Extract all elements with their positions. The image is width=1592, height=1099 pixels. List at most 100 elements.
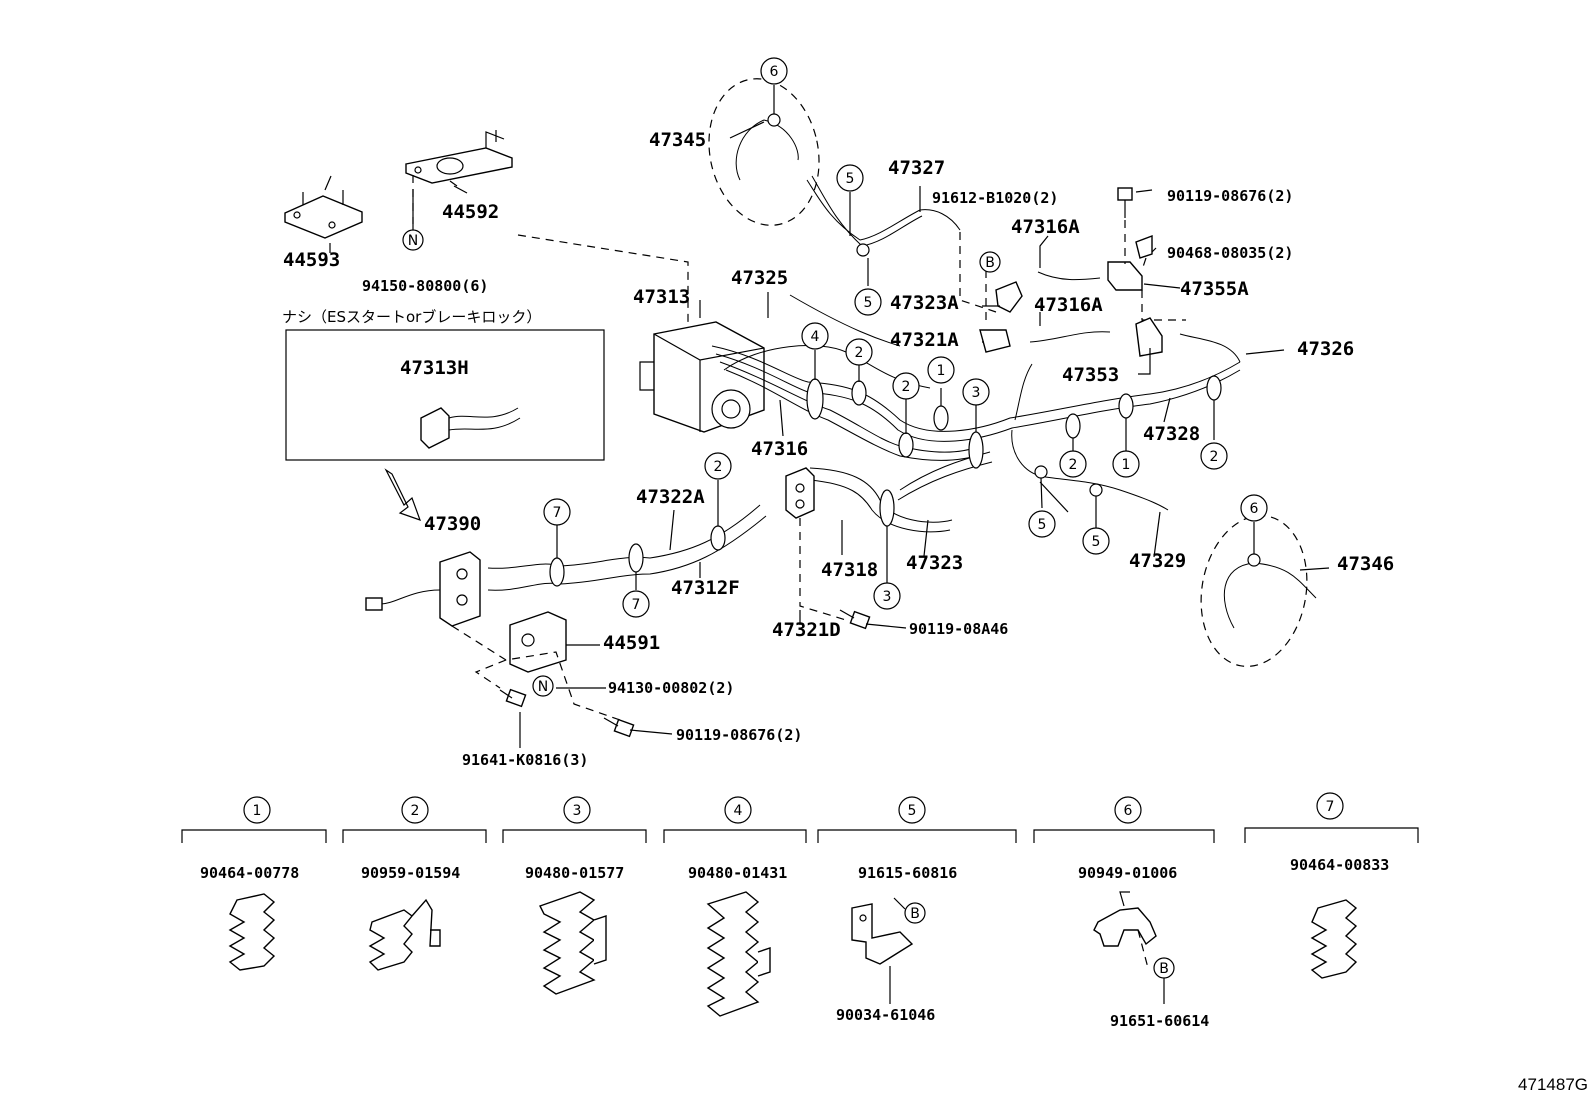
svg-text:6: 6 <box>770 64 779 80</box>
bolt-90119-08676-upper <box>1117 187 1133 218</box>
label-44593: 44593 <box>283 249 340 271</box>
callout-2-e: 2 <box>704 452 732 480</box>
number-circles: 6 5 5 4 2 1 2 3 2 1 2 2 5 5 7 7 3 6 <box>543 57 1268 618</box>
legend-item-4: 4 90480-01431 <box>663 796 807 1017</box>
label-47323a: 47323A <box>890 292 959 314</box>
callout-3-a: 3 <box>962 378 990 406</box>
bracket-44593 <box>284 175 363 239</box>
legend-item-5: 5 91615-60816 B 90034-61046 <box>817 796 1017 1024</box>
svg-text:90480-01431: 90480-01431 <box>688 864 787 882</box>
clip-legend: 1 90464-00778 2 90959-01594 3 90480-0157… <box>181 792 1419 1030</box>
label-47316a-lower: 47316A <box>1034 294 1103 316</box>
label-90119-08676-lower: 90119-08676(2) <box>676 726 802 744</box>
svg-text:4: 4 <box>734 803 743 819</box>
callout-2-c: 2 <box>1059 450 1087 478</box>
diagram-id: 471487G <box>1518 1075 1588 1094</box>
clip-callouts <box>549 85 1261 590</box>
legend-item-2: 2 90959-01594 <box>342 796 487 971</box>
callout-5-b: 5 <box>854 288 882 316</box>
leader-lines <box>519 121 1330 748</box>
callout-1-b: 1 <box>1112 450 1140 478</box>
label-47322a: 47322A <box>636 486 705 508</box>
svg-text:2: 2 <box>1210 449 1219 465</box>
callout-2-a: 2 <box>845 338 873 366</box>
label-91612: 91612-B1020(2) <box>932 189 1058 207</box>
svg-text:3: 3 <box>883 589 892 605</box>
callout-5-d: 5 <box>1082 527 1110 555</box>
svg-text:6: 6 <box>1250 501 1259 517</box>
bolt-91641 <box>499 688 527 708</box>
callout-2-d: 2 <box>1200 442 1228 470</box>
callout-6-bottom: 6 <box>1240 494 1268 522</box>
bracket-44592 <box>405 130 513 184</box>
bolt-90119-08676-lower <box>603 717 635 738</box>
part-labels: 44592 44593 94150-80800(6) ナシ（ESスタートorブレ… <box>282 129 1394 769</box>
callout-6-top: 6 <box>760 57 788 85</box>
svg-text:3: 3 <box>573 803 582 819</box>
note-box <box>285 329 605 461</box>
label-47355a: 47355A <box>1180 278 1249 300</box>
fitting-47323a <box>995 281 1023 313</box>
part-47313h-icon <box>420 407 521 449</box>
label-90468: 90468-08035(2) <box>1167 244 1293 262</box>
label-47325: 47325 <box>731 267 788 289</box>
label-47321d: 47321D <box>772 619 841 641</box>
label-90119-08676-upper: 90119-08676(2) <box>1167 187 1293 205</box>
nut-symbol-1: N <box>408 233 418 249</box>
svg-text:2: 2 <box>902 379 911 395</box>
svg-text:2: 2 <box>714 459 723 475</box>
callout-4: 4 <box>801 322 829 350</box>
valve-47390 <box>365 551 481 627</box>
bracket-47353 <box>1135 317 1163 357</box>
label-47321a: 47321A <box>890 329 959 351</box>
label-47313: 47313 <box>633 286 690 308</box>
label-47328: 47328 <box>1143 423 1200 445</box>
svg-text:2: 2 <box>855 345 864 361</box>
label-44592: 44592 <box>442 201 499 223</box>
svg-text:90949-01006: 90949-01006 <box>1078 864 1177 882</box>
label-47327: 47327 <box>888 157 945 179</box>
wheel-area-rear <box>1200 515 1308 667</box>
legend-item-6: 6 90949-01006 B 91651-60614 <box>1033 796 1215 1030</box>
svg-text:3: 3 <box>972 385 981 401</box>
note-text: ナシ（ESスタートorブレーキロック） <box>282 308 541 326</box>
label-47346: 47346 <box>1337 553 1394 575</box>
svg-text:B: B <box>1159 961 1169 977</box>
flex-hose-47346 <box>1223 562 1317 629</box>
label-47326: 47326 <box>1297 338 1354 360</box>
svg-text:7: 7 <box>1326 799 1335 815</box>
label-47323: 47323 <box>906 552 963 574</box>
svg-text:4: 4 <box>811 329 820 345</box>
svg-text:1: 1 <box>253 803 262 819</box>
callout-5-c: 5 <box>1028 510 1056 538</box>
svg-text:90959-01594: 90959-01594 <box>361 864 460 882</box>
legend-item-7: 7 90464-00833 <box>1244 792 1419 979</box>
svg-text:6: 6 <box>1124 803 1133 819</box>
label-47313h: 47313H <box>400 357 469 379</box>
svg-text:5: 5 <box>846 171 855 187</box>
svg-text:1: 1 <box>1122 457 1131 473</box>
callout-7-b: 7 <box>622 590 650 618</box>
svg-text:7: 7 <box>553 505 562 521</box>
svg-text:90464-00833: 90464-00833 <box>1290 856 1389 874</box>
svg-text:2: 2 <box>411 803 420 819</box>
svg-text:5: 5 <box>1038 517 1047 533</box>
svg-text:7: 7 <box>632 597 641 613</box>
callout-1-a: 1 <box>927 356 955 384</box>
label-47345: 47345 <box>649 129 706 151</box>
fitting-47321a <box>979 329 1011 353</box>
bracket-44591 <box>509 611 567 673</box>
actuator-47313 <box>639 300 765 433</box>
label-47312f: 47312F <box>671 577 740 599</box>
callout-7-a: 7 <box>543 498 571 526</box>
svg-text:90464-00778: 90464-00778 <box>200 864 299 882</box>
svg-text:5: 5 <box>908 803 917 819</box>
label-94130: 94130-00802(2) <box>608 679 734 697</box>
label-94150: 94150-80800(6) <box>362 277 488 295</box>
svg-text:5: 5 <box>1092 534 1101 550</box>
svg-text:5: 5 <box>864 295 873 311</box>
svg-text:91651-60614: 91651-60614 <box>1110 1012 1209 1030</box>
svg-text:B: B <box>910 906 920 922</box>
wheel-area-front <box>708 78 820 226</box>
